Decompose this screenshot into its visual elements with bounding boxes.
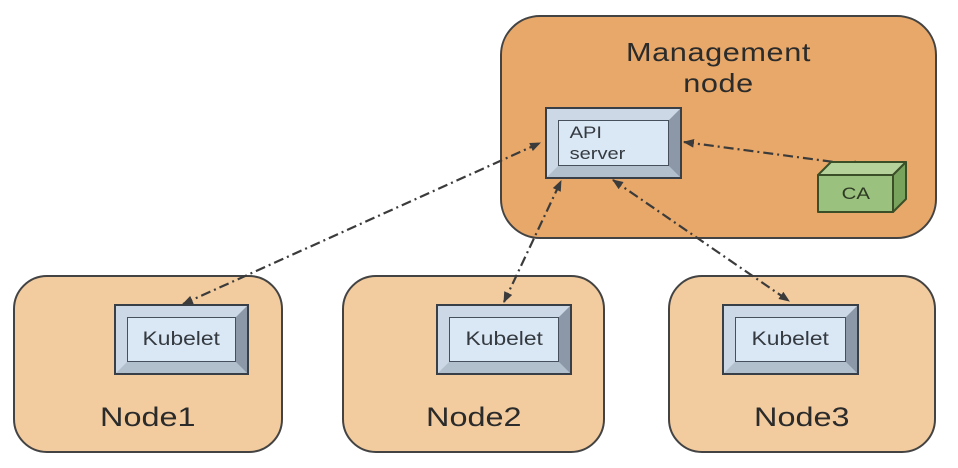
- management-node-box: Management node API server: [500, 15, 937, 239]
- node3-box: Kubelet Node3: [668, 275, 936, 453]
- kubelet-node1-label: Kubelet: [142, 328, 221, 350]
- kubelet-node1-bevel-frame: [116, 306, 247, 373]
- management-node-title: Management node: [502, 37, 935, 99]
- management-node-title-line2: node: [683, 68, 754, 98]
- node1-label: Node1: [100, 402, 196, 432]
- api-server-label-line2: server: [569, 144, 626, 163]
- api-server-box: API server: [545, 107, 682, 179]
- kubelet-box-node3: Kubelet: [722, 304, 859, 375]
- node3-label: Node3: [754, 402, 850, 432]
- node1-box: Kubelet Node1: [13, 275, 283, 453]
- kubelet-node3-bevel-frame: [724, 306, 857, 373]
- kubelet-node2-label: Kubelet: [465, 328, 543, 350]
- kubelet-node2-face: Kubelet: [449, 317, 559, 362]
- node2-box: Kubelet Node2: [342, 275, 605, 453]
- kubelet-box-node1: Kubelet: [114, 304, 249, 375]
- node2-label: Node2: [425, 402, 522, 432]
- api-server-label: API server: [559, 122, 626, 164]
- kubelet-node2-bevel-frame: [438, 306, 570, 373]
- api-server-bevel-frame: [547, 109, 680, 177]
- api-server-face: API server: [558, 120, 669, 166]
- kubelet-box-node2: Kubelet: [436, 304, 572, 375]
- management-node-title-line1: Management: [625, 37, 811, 67]
- api-server-label-line1: API: [569, 123, 602, 142]
- ca-label: CA: [841, 183, 870, 203]
- kubelet-node1-face: Kubelet: [127, 317, 236, 362]
- kubelet-node3-label: Kubelet: [751, 328, 830, 350]
- kubelet-node3-face: Kubelet: [735, 317, 846, 362]
